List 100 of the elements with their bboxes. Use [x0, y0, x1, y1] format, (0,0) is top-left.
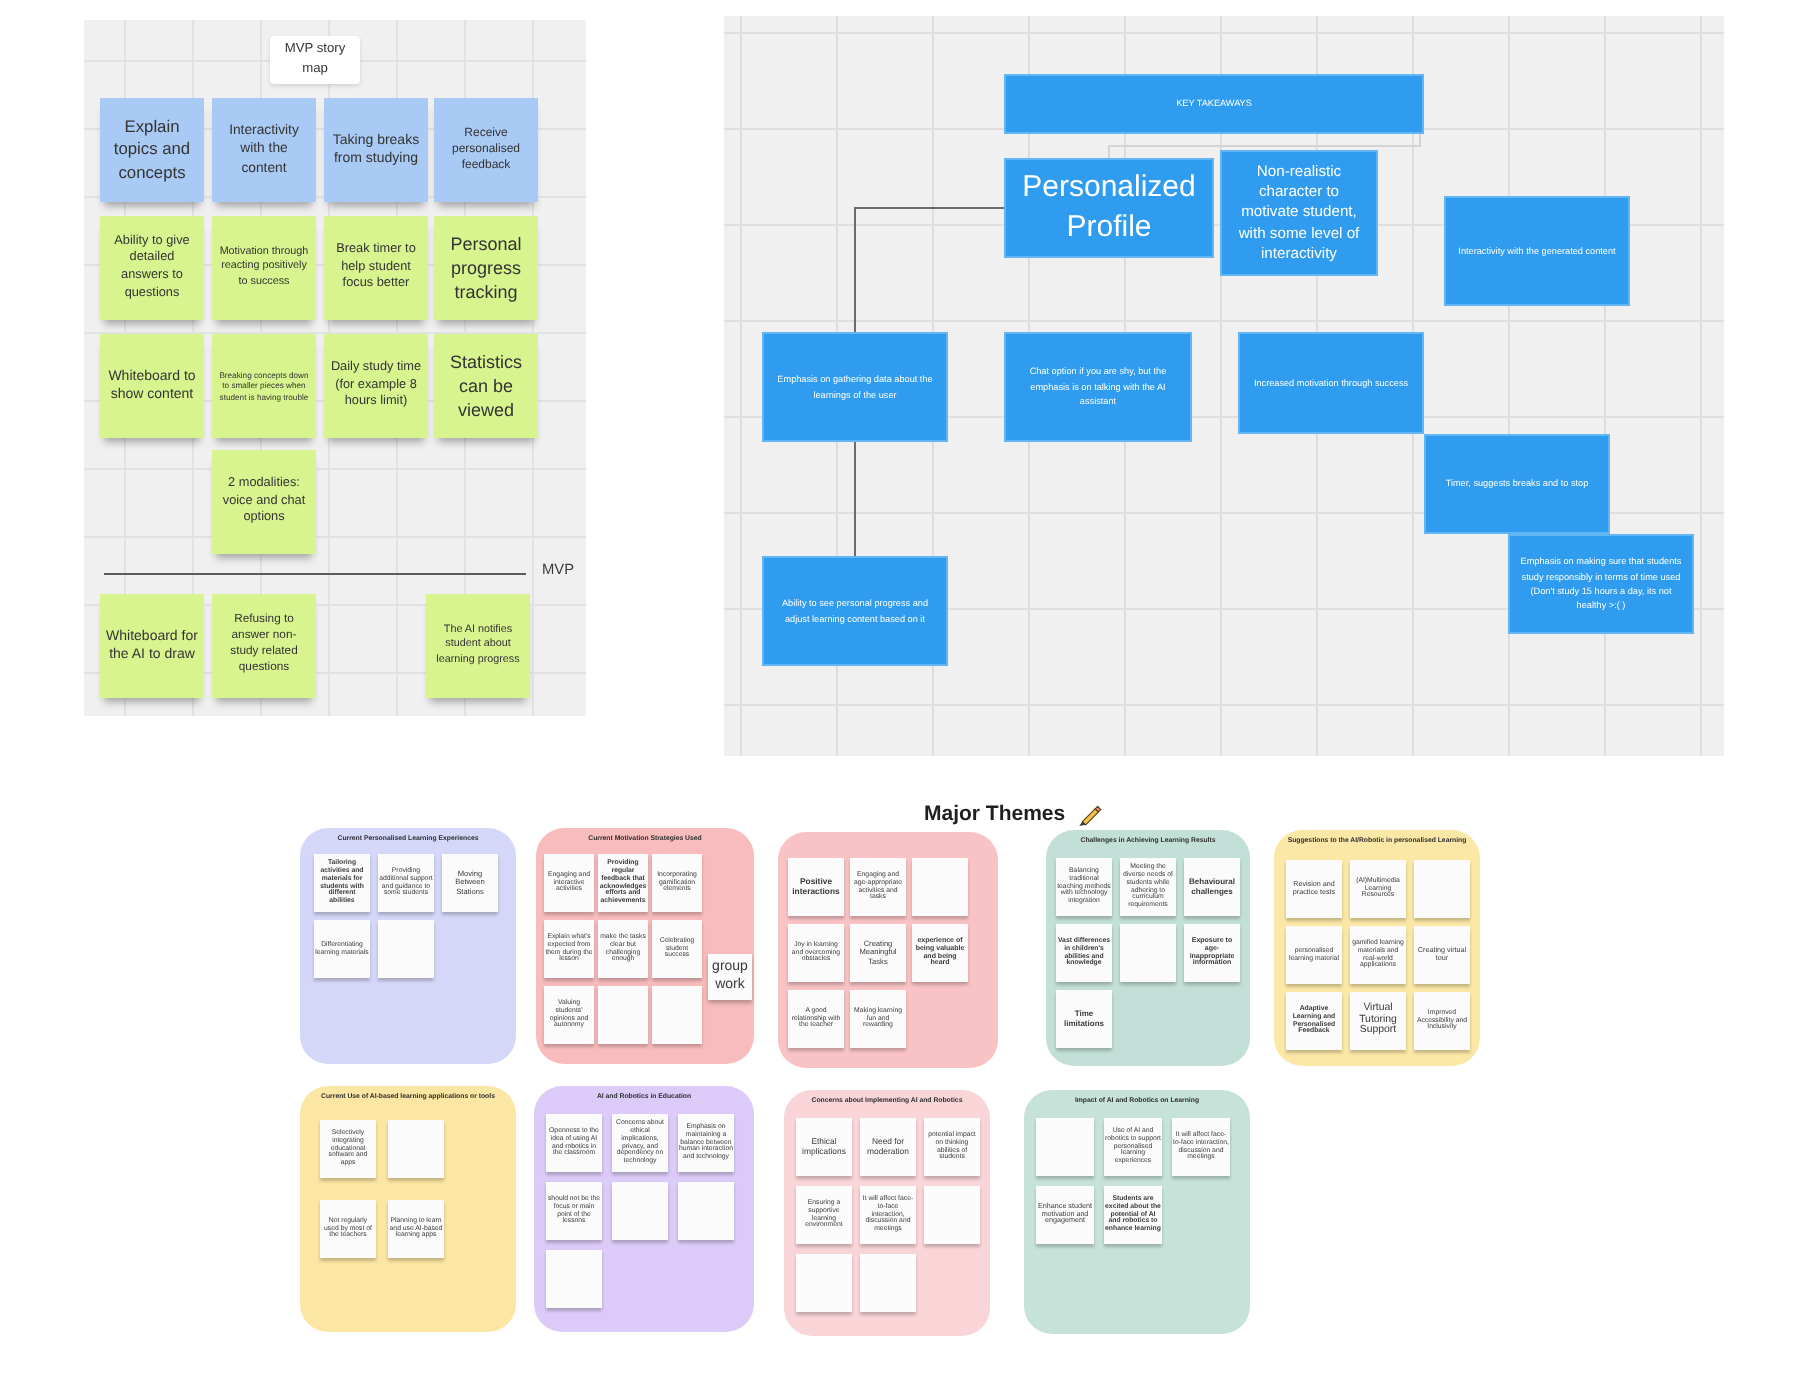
- sticky-note: [434, 334, 538, 438]
- sticky-note: [212, 594, 316, 698]
- sticky-note: [1350, 992, 1406, 1050]
- section-heading: Major Themes: [924, 802, 1066, 828]
- sticky-note: [796, 1118, 852, 1176]
- sticky-note: [1350, 926, 1406, 984]
- sticky-note: [1036, 1186, 1094, 1244]
- sticky-note: [314, 920, 370, 978]
- sticky-note: [1056, 990, 1112, 1048]
- sticky-note: [860, 1118, 916, 1176]
- sticky-note: [378, 920, 434, 978]
- sticky-note: [1184, 858, 1240, 916]
- sticky-note: [544, 920, 594, 978]
- sticky-note: [100, 594, 204, 698]
- sticky-note: [1286, 860, 1342, 918]
- sticky-note: [678, 1182, 734, 1240]
- sticky-note: [442, 854, 498, 912]
- sticky-note: [320, 1200, 376, 1258]
- sticky-note: [1172, 1118, 1230, 1176]
- sticky-note: [598, 920, 648, 978]
- sticky-note: [212, 216, 316, 320]
- sticky-note: [212, 98, 316, 202]
- sticky-note: [924, 1186, 980, 1244]
- sticky-note: [546, 1250, 602, 1308]
- sticky-note: [598, 986, 648, 1044]
- theme-panel: [1024, 1090, 1250, 1334]
- sticky-note: [850, 990, 906, 1048]
- sticky-note: [796, 1186, 852, 1244]
- sticky-note: [378, 854, 434, 912]
- sticky-note: [1104, 1118, 1162, 1176]
- takeaway-card: [1004, 158, 1214, 258]
- sticky-note: [388, 1120, 444, 1178]
- sticky-note: [100, 334, 204, 438]
- sticky-note: [652, 986, 702, 1044]
- sticky-note: [788, 924, 844, 982]
- sticky-note: [320, 1120, 376, 1178]
- sticky-note: [1184, 924, 1240, 982]
- connector-line: [1108, 133, 1421, 159]
- sticky-note: [544, 986, 594, 1044]
- sticky-note: [860, 1254, 916, 1312]
- takeaway-card: [1444, 196, 1630, 306]
- sticky-note: [850, 858, 906, 916]
- sticky-note: [546, 1182, 602, 1240]
- sticky-note: [1286, 992, 1342, 1050]
- takeaway-card: [1220, 150, 1378, 276]
- sticky-note: [612, 1182, 668, 1240]
- sticky-note: [324, 98, 428, 202]
- sticky-note: [1414, 992, 1470, 1050]
- theme-panel: [1046, 830, 1250, 1066]
- theme-panel: [534, 1086, 754, 1332]
- sticky-note: [544, 854, 594, 912]
- sticky-note: [1414, 926, 1470, 984]
- sticky-note: [652, 920, 702, 978]
- note-text: Explain topics and concepts: [111, 115, 193, 185]
- sticky-note: [546, 1114, 602, 1172]
- sticky-note: [1120, 924, 1176, 982]
- takeaway-card: [1424, 434, 1610, 534]
- sticky-note: [100, 98, 204, 202]
- sticky-note: [1056, 858, 1112, 916]
- sticky-note: [1056, 924, 1112, 982]
- connector-line: [854, 441, 856, 557]
- sticky-note: [1036, 1118, 1094, 1176]
- sticky-note: [324, 216, 428, 320]
- sticky-note: [426, 594, 530, 698]
- sticky-note: [212, 334, 316, 438]
- note-text: Personal progress tracking: [448, 231, 524, 305]
- connector-line: [854, 207, 1005, 333]
- theme-panel: [536, 828, 754, 1064]
- sticky-note: [100, 216, 204, 320]
- sticky-note: [434, 216, 538, 320]
- takeaway-card: [1004, 332, 1192, 442]
- sticky-note: [212, 450, 316, 554]
- sticky-note: [924, 1118, 980, 1176]
- theme-panel: [300, 828, 516, 1064]
- theme-panel: [300, 1086, 516, 1332]
- theme-panel: [778, 832, 998, 1068]
- sticky-note: [788, 990, 844, 1048]
- sticky-note: [912, 924, 968, 982]
- takeaway-card: [1238, 332, 1424, 434]
- takeaway-card: [762, 556, 948, 666]
- sticky-note: [850, 924, 906, 982]
- theme-panel: [784, 1090, 990, 1336]
- sticky-note: [324, 334, 428, 438]
- sticky-note: [1104, 1186, 1162, 1244]
- sticky-note: [912, 858, 968, 916]
- sticky-note: [434, 98, 538, 202]
- title-card: [270, 36, 360, 84]
- takeaway-card: [1004, 74, 1424, 134]
- sticky-note: [388, 1200, 444, 1258]
- sticky-note: [788, 858, 844, 916]
- sticky-note: [1350, 860, 1406, 918]
- takeaway-card: [762, 332, 948, 442]
- takeaway-text: Personalized Profile: [1020, 167, 1198, 248]
- sticky-note: [1414, 860, 1470, 918]
- sticky-note: [652, 854, 702, 912]
- sticky-note: [796, 1254, 852, 1312]
- sticky-note: [678, 1114, 734, 1172]
- sticky-note: [860, 1186, 916, 1244]
- theme-panel: [1274, 830, 1480, 1066]
- note-text: Statistics can be viewed: [447, 349, 524, 423]
